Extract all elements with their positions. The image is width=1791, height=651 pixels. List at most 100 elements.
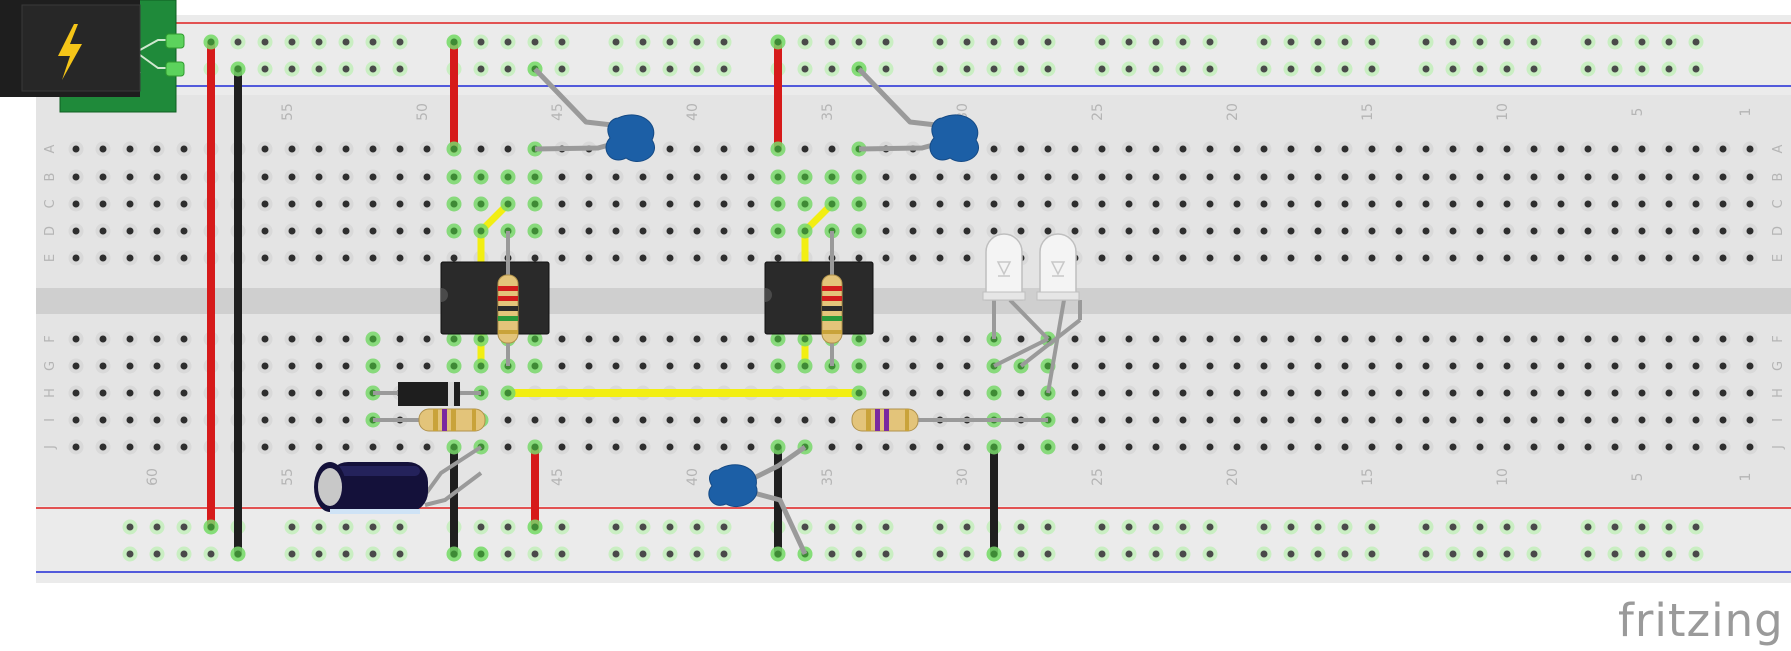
- breadboard-hole-center: [1611, 335, 1619, 343]
- connected-hole-center: [531, 523, 539, 531]
- rail-hole-center: [666, 550, 674, 558]
- connected-hole-center: [801, 335, 809, 343]
- connected-hole-center: [207, 523, 215, 531]
- rail-hole-center: [477, 65, 485, 73]
- breadboard-hole-center: [558, 335, 566, 343]
- breadboard-hole-center: [1638, 173, 1646, 181]
- rail-hole-center: [1692, 38, 1700, 46]
- breadboard-hole-center: [585, 173, 593, 181]
- breadboard-hole-center: [1557, 362, 1565, 370]
- rail-hole-center: [1449, 65, 1457, 73]
- rail-hole-center: [1206, 523, 1214, 531]
- breadboard-hole-center: [261, 254, 269, 262]
- connected-hole-center: [531, 227, 539, 235]
- rail-hole-center: [1125, 38, 1133, 46]
- breadboard-hole-center: [1206, 443, 1214, 451]
- rail-hole-center: [1098, 65, 1106, 73]
- breadboard-hole-center: [423, 443, 431, 451]
- breadboard-hole-center: [963, 335, 971, 343]
- rail-hole-center: [1503, 550, 1511, 558]
- rail-hole-center: [1179, 550, 1187, 558]
- rail-hole-center: [1152, 38, 1160, 46]
- breadboard-hole-center: [747, 443, 755, 451]
- breadboard-hole-center: [1044, 200, 1052, 208]
- rail-hole-center: [720, 38, 728, 46]
- breadboard-hole-center: [1422, 362, 1430, 370]
- rail-hole-center: [315, 65, 323, 73]
- connected-hole-center: [450, 227, 458, 235]
- rail-hole-center: [720, 550, 728, 558]
- breadboard-hole-center: [720, 173, 728, 181]
- breadboard-hole-center: [585, 227, 593, 235]
- breadboard-hole-center: [1125, 227, 1133, 235]
- breadboard-hole-center: [126, 389, 134, 397]
- connected-hole-center: [1044, 443, 1052, 451]
- breadboard-hole-center: [1233, 145, 1241, 153]
- breadboard-hole-center: [720, 416, 728, 424]
- breadboard-hole-center: [1584, 145, 1592, 153]
- breadboard-hole-center: [666, 200, 674, 208]
- rail-hole-center: [1341, 550, 1349, 558]
- breadboard-hole-center: [1314, 335, 1322, 343]
- breadboard-hole-center: [1287, 362, 1295, 370]
- rail-hole-center: [720, 65, 728, 73]
- rail-hole-center: [1314, 523, 1322, 531]
- rail-hole-center: [1530, 65, 1538, 73]
- breadboard-hole-center: [1152, 362, 1160, 370]
- breadboard-hole-center: [747, 173, 755, 181]
- breadboard-hole-center: [288, 362, 296, 370]
- breadboard-hole-center: [1368, 389, 1376, 397]
- rail-hole-center: [261, 65, 269, 73]
- breadboard-hole-center: [1665, 254, 1673, 262]
- connected-hole-center: [531, 173, 539, 181]
- rail-hole-center: [342, 38, 350, 46]
- breadboard-hole-center: [288, 443, 296, 451]
- breadboard-hole-center: [1233, 443, 1241, 451]
- breadboard-hole-center: [1314, 145, 1322, 153]
- breadboard-hole-center: [288, 416, 296, 424]
- breadboard-hole-center: [153, 254, 161, 262]
- breadboard-hole-center: [612, 200, 620, 208]
- breadboard-hole-center: [828, 443, 836, 451]
- breadboard-hole-center: [1584, 416, 1592, 424]
- rail-hole-center: [1368, 65, 1376, 73]
- row-letter: H: [1771, 388, 1786, 398]
- rail-hole-center: [558, 550, 566, 558]
- row-letter: E: [1771, 254, 1786, 262]
- breadboard-hole-center: [612, 416, 620, 424]
- breadboard-hole-center: [1476, 227, 1484, 235]
- rail-hole-center: [288, 65, 296, 73]
- breadboard-hole-center: [585, 200, 593, 208]
- rail-hole-center: [1017, 523, 1025, 531]
- breadboard-hole-center: [1422, 254, 1430, 262]
- rail-hole-center: [1530, 523, 1538, 531]
- connected-hole-center: [369, 362, 377, 370]
- column-number-top: 25: [1090, 103, 1106, 121]
- rail-hole-center: [1611, 523, 1619, 531]
- breadboard-hole-center: [1071, 227, 1079, 235]
- breadboard-hole-center: [1341, 389, 1349, 397]
- breadboard-hole-center: [72, 416, 80, 424]
- breadboard-hole-center: [261, 416, 269, 424]
- breadboard-hole-center: [342, 389, 350, 397]
- breadboard-hole-center: [1098, 200, 1106, 208]
- connected-hole-center: [774, 145, 782, 153]
- rail-hole-center: [342, 65, 350, 73]
- breadboard-hole-center: [1287, 200, 1295, 208]
- breadboard-hole-center: [72, 335, 80, 343]
- breadboard-hole-center: [1233, 389, 1241, 397]
- breadboard-hole-center: [1071, 335, 1079, 343]
- breadboard-hole-center: [99, 362, 107, 370]
- breadboard-hole-center: [1422, 145, 1430, 153]
- breadboard-hole-center: [963, 200, 971, 208]
- breadboard-hole-center: [1665, 335, 1673, 343]
- breadboard-hole-center: [1530, 389, 1538, 397]
- breadboard-hole-center: [720, 254, 728, 262]
- breadboard-hole-center: [1206, 416, 1214, 424]
- rail-hole-center: [855, 523, 863, 531]
- rail-hole-center: [666, 65, 674, 73]
- breadboard-hole-center: [1503, 362, 1511, 370]
- breadboard-hole-center: [1611, 416, 1619, 424]
- breadboard-hole-center: [612, 443, 620, 451]
